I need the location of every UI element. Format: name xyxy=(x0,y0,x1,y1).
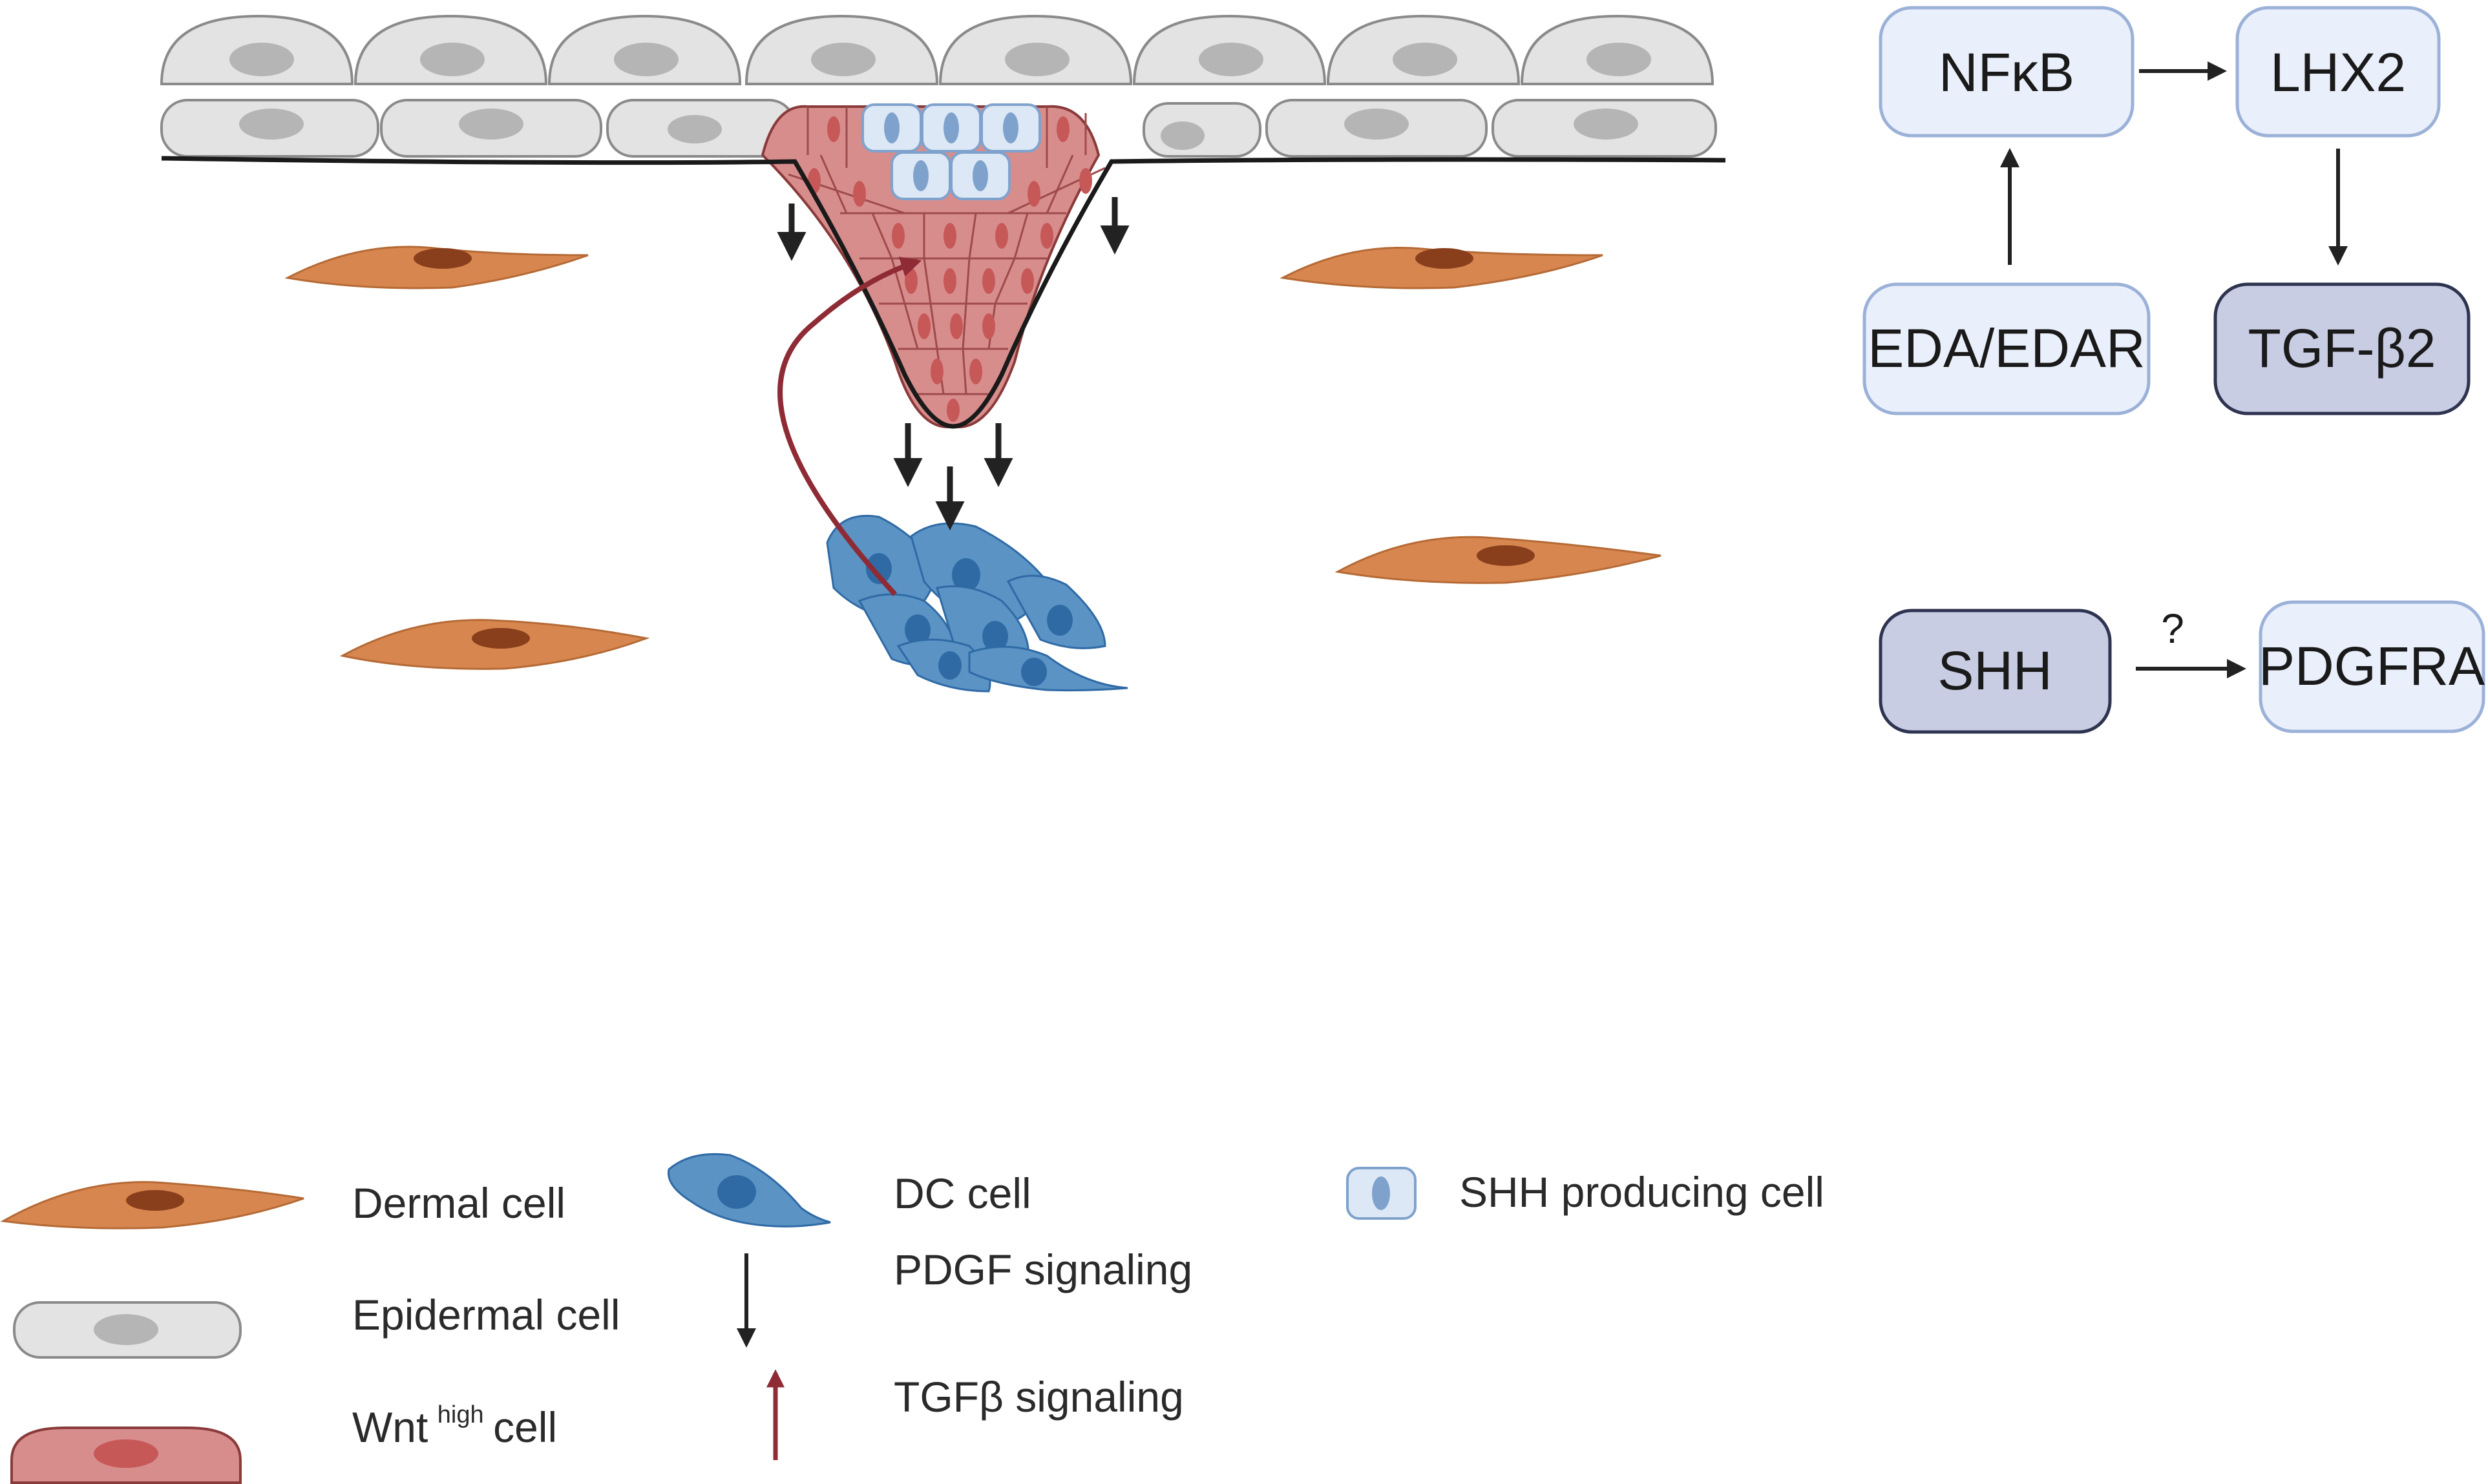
node-shh-label: SHH xyxy=(1937,640,2052,701)
epidermal-cells-upper-row xyxy=(160,14,1714,85)
tgfb-signaling-arrow xyxy=(777,256,922,596)
node-eda-edar: EDA/EDAR xyxy=(1862,282,2151,415)
dermal-condensate-cluster xyxy=(826,514,1128,693)
legend-wnt-label: Wnt high cell xyxy=(352,1401,557,1451)
legend-shh-cell-icon xyxy=(1346,1167,1417,1220)
dermal-cell xyxy=(1334,536,1661,584)
legend-epidermal-icon xyxy=(13,1301,242,1359)
node-tgf-b2: TGF-β2 xyxy=(2213,282,2471,415)
pdgf-signaling-arrows xyxy=(777,197,1130,530)
node-lhx2-label: LHX2 xyxy=(2270,42,2406,103)
dermal-cells xyxy=(284,246,1661,670)
dermal-cell xyxy=(1280,247,1603,289)
node-lhx2: LHX2 xyxy=(2235,6,2441,138)
dermal-cell xyxy=(339,619,650,670)
node-pdgfra-label: PDGFRA xyxy=(2259,636,2485,696)
node-shh: SHH xyxy=(1879,609,2112,734)
epidermis xyxy=(160,14,1726,429)
node-tgf-b2-label: TGF-β2 xyxy=(2248,318,2436,379)
legend-dermal-icon xyxy=(0,1181,304,1229)
node-pdgfra: PDGFRA xyxy=(2259,600,2485,733)
node-nfkb: NFκB xyxy=(1879,6,2135,138)
legend-pdgf-label: PDGF signaling xyxy=(894,1246,1192,1293)
basement-membrane xyxy=(161,156,1726,429)
shh-producing-cells xyxy=(861,103,1041,200)
node-nfkb-label: NFκB xyxy=(1939,42,2074,103)
legend-dermal-label: Dermal cell xyxy=(352,1179,565,1227)
uncertain-link-label: ? xyxy=(2161,605,2184,652)
legend-dc-icon xyxy=(667,1153,831,1228)
legend-shh-cell-label: SHH producing cell xyxy=(1459,1168,1824,1216)
legend-epidermal-label: Epidermal cell xyxy=(352,1291,620,1339)
pathway: NFκB LHX2 EDA/EDAR TGF-β2 SHH PDGFRA xyxy=(1862,6,2485,734)
legend-wnt-icon xyxy=(10,1427,242,1484)
epidermal-cells-lower-row xyxy=(160,99,1717,158)
legend-tgfb-label: TGFβ signaling xyxy=(894,1373,1184,1421)
legend-dc-label: DC cell xyxy=(894,1169,1031,1217)
node-eda-edar-label: EDA/EDAR xyxy=(1868,318,2145,379)
dermal-cell xyxy=(284,246,589,289)
legend: Dermal cell Epidermal cell Wnt high cell… xyxy=(0,1153,1824,1484)
